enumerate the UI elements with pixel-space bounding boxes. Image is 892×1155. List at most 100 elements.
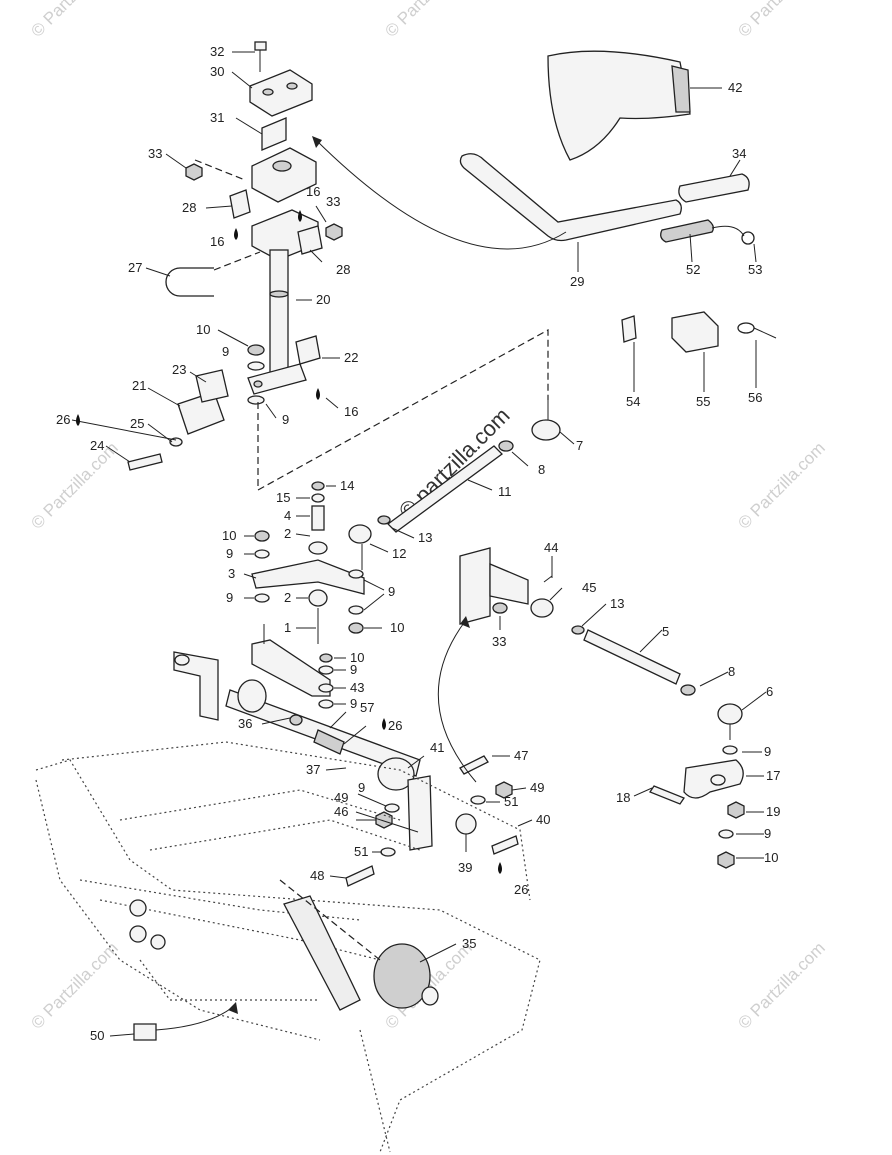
callout-17: 17 — [766, 768, 780, 783]
callout-51: 51 — [354, 844, 368, 859]
grease-drop-icon — [298, 210, 302, 222]
callout-26: 26 — [388, 718, 402, 733]
callout-8: 8 — [728, 664, 735, 679]
callout-51: 51 — [504, 794, 518, 809]
frame-outline — [35, 741, 541, 1153]
callout-9: 9 — [226, 590, 233, 605]
lower-shaft-assembly — [173, 651, 519, 887]
callout-52: 52 — [686, 262, 700, 277]
callout-42: 42 — [728, 80, 742, 95]
callout-14: 14 — [340, 478, 354, 493]
callout-16: 16 — [306, 184, 320, 199]
callout-45: 45 — [582, 580, 596, 595]
callout-5: 5 — [662, 624, 669, 639]
grease-drop-icons — [76, 210, 502, 874]
callout-54: 54 — [626, 394, 640, 409]
callout-34: 34 — [732, 146, 746, 161]
callout-9: 9 — [350, 662, 357, 677]
callout-49: 49 — [334, 790, 348, 805]
callout-7: 7 — [576, 438, 583, 453]
grease-drop-icon — [382, 718, 386, 730]
callout-9: 9 — [358, 780, 365, 795]
callout-13: 13 — [418, 530, 432, 545]
callout-16: 16 — [210, 234, 224, 249]
callout-9: 9 — [388, 584, 395, 599]
callout-32: 32 — [210, 44, 224, 59]
watermark-center: © partzilla.com — [394, 403, 515, 524]
callout-57: 57 — [360, 700, 374, 715]
callout-56: 56 — [748, 390, 762, 405]
callout-3: 3 — [228, 566, 235, 581]
grease-drop-icon — [234, 228, 238, 240]
callout-9: 9 — [226, 546, 233, 561]
watermark-mid-right: © Partzilla.com — [734, 438, 828, 532]
callout-10: 10 — [350, 650, 364, 665]
callout-labels: 32 30 31 33 16 33 28 16 28 27 20 10 9 22… — [56, 44, 780, 1043]
callout-47: 47 — [514, 748, 528, 763]
callout-9: 9 — [222, 344, 229, 359]
callout-9: 9 — [282, 412, 289, 427]
callout-10: 10 — [196, 322, 210, 337]
callout-46: 46 — [334, 804, 348, 819]
callout-9: 9 — [350, 696, 357, 711]
callout-28: 28 — [336, 262, 350, 277]
callout-20: 20 — [316, 292, 330, 307]
callout-4: 4 — [284, 508, 291, 523]
watermark-top-left: © Partzilla.com — [27, 0, 121, 41]
callout-1: 1 — [284, 620, 291, 635]
callout-35: 35 — [462, 936, 476, 951]
callout-55: 55 — [696, 394, 710, 409]
callout-8: 8 — [538, 462, 545, 477]
callout-26: 26 — [514, 882, 528, 897]
watermark-mid-left: © Partzilla.com — [27, 438, 121, 532]
callout-50: 50 — [90, 1028, 104, 1043]
upper-tie-rod-assembly — [348, 396, 561, 570]
callout-12: 12 — [392, 546, 406, 561]
callout-49: 49 — [530, 780, 544, 795]
callout-18: 18 — [616, 790, 630, 805]
callout-9: 9 — [764, 744, 771, 759]
dash-guides — [194, 159, 549, 492]
callout-28: 28 — [182, 200, 196, 215]
callout-10: 10 — [222, 528, 236, 543]
callout-21: 21 — [132, 378, 146, 393]
callout-24: 24 — [90, 438, 104, 453]
steering-column-assembly — [127, 41, 343, 471]
callout-53: 53 — [748, 262, 762, 277]
callout-33: 33 — [492, 634, 506, 649]
callout-30: 30 — [210, 64, 224, 79]
callout-29: 29 — [570, 274, 584, 289]
grease-drop-icon — [316, 388, 320, 400]
callout-39: 39 — [458, 860, 472, 875]
grease-drop-icon — [76, 414, 80, 426]
callout-43: 43 — [350, 680, 364, 695]
watermark-low-left: © Partzilla.com — [27, 938, 121, 1032]
callout-22: 22 — [344, 350, 358, 365]
callout-6: 6 — [766, 684, 773, 699]
handlebar-assembly — [312, 50, 777, 353]
callout-10: 10 — [390, 620, 404, 635]
callout-33: 33 — [326, 194, 340, 209]
callout-36: 36 — [238, 716, 252, 731]
callout-9: 9 — [764, 826, 771, 841]
watermark-top-right: © Partzilla.com — [734, 0, 828, 41]
callout-23: 23 — [172, 362, 186, 377]
callout-40: 40 — [536, 812, 550, 827]
callout-44: 44 — [544, 540, 558, 555]
callout-27: 27 — [128, 260, 142, 275]
callout-13: 13 — [610, 596, 624, 611]
callout-19: 19 — [766, 804, 780, 819]
callout-25: 25 — [130, 416, 144, 431]
leader-lines — [71, 51, 767, 1037]
grease-drop-icon — [498, 862, 502, 874]
callout-26: 26 — [56, 412, 70, 427]
callout-11: 11 — [498, 484, 512, 499]
watermark-low-right: © Partzilla.com — [734, 938, 828, 1032]
callout-31: 31 — [210, 110, 224, 125]
callout-2: 2 — [284, 590, 291, 605]
watermark-top-center: © Partzilla.com — [381, 0, 475, 41]
callout-37: 37 — [306, 762, 320, 777]
right-tie-rod-assembly — [437, 547, 745, 869]
callout-10: 10 — [764, 850, 778, 865]
